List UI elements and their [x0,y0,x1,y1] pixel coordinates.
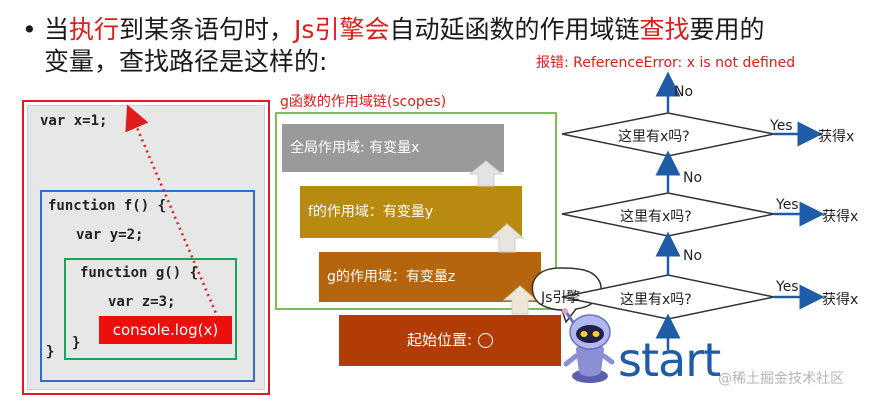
code-line-function-f: function f() { [48,198,167,214]
code-line-close-f: } [46,344,55,360]
code-line-var-x: var x=1; [40,113,108,129]
heading-highlight-engine: Js引擎会 [294,15,390,44]
question-g: 这里有x吗? [620,292,692,308]
scope-up-arrow-1 [502,285,538,315]
heading-bullet: • [22,15,37,44]
scope-global: 全局作用域: 有变量x [282,124,504,172]
question-global: 这里有x吗? [618,129,690,145]
result-g: 获得x [822,292,859,308]
lookup-path-arrow [125,104,220,319]
yes-label-top: Yes [770,118,793,134]
no-label-middle: No [683,170,703,186]
heading-text-1e: 自动延函数的作用域链 [389,15,640,44]
robot-mascot-icon [562,308,615,383]
scope-g-label: g的作用域：有变量z [327,269,456,285]
heading-text-1a: 当 [44,15,70,44]
heading-highlight-lookup: 查找 [639,15,690,44]
yes-label-middle: Yes [776,197,799,213]
scope-chain-title: g函数的作用域链(scopes) [280,94,447,110]
code-line-var-y: var y=2; [76,227,144,243]
heading-highlight-execute: 执行 [69,15,120,44]
error-note: 报错: ReferenceError: x is not defined [536,55,796,71]
code-line-var-z: var z=3; [108,294,176,310]
function-g-block [64,258,237,360]
watermark: @稀土掘金技术社区 [718,371,844,387]
no-label-top: No [674,84,694,100]
code-line-close-g: } [72,335,81,351]
scope-up-arrow-2 [489,223,525,253]
scope-start-label: 起始位置: [406,331,473,349]
scope-f-label: f的作用域：有变量y [308,204,434,220]
circle-icon [478,333,494,348]
scope-global-label: 全局作用域: 有变量x [290,140,420,156]
no-label-bottom: No [683,248,703,264]
js-engine-bubble-text: Js引擎 [541,290,581,306]
scope-up-arrow-3 [468,160,504,187]
result-global: 获得x [818,129,855,145]
heading-text-1g: 要用的 [689,15,765,44]
result-f: 获得x [822,209,859,225]
console-log-statement: console.log(x) [99,316,232,344]
code-line-function-g: function g() { [80,265,199,281]
function-f-block [40,190,255,382]
scope-f: f的作用域：有变量y [300,186,522,238]
speech-bubble-shape [531,267,602,324]
heading-text-1c: 到某条语句时， [119,15,295,44]
scope-start-position: 起始位置: [339,315,561,366]
scope-g: g的作用域：有变量z [319,252,541,302]
heading-line2: 变量，查找路径是这样的: [44,47,328,76]
yes-label-bottom: Yes [776,279,799,295]
heading-line1: 当执行到某条语句时，Js引擎会自动延函数的作用域链查找要用的 [44,14,765,46]
start-label: start [618,333,721,387]
question-f: 这里有x吗? [620,209,692,225]
